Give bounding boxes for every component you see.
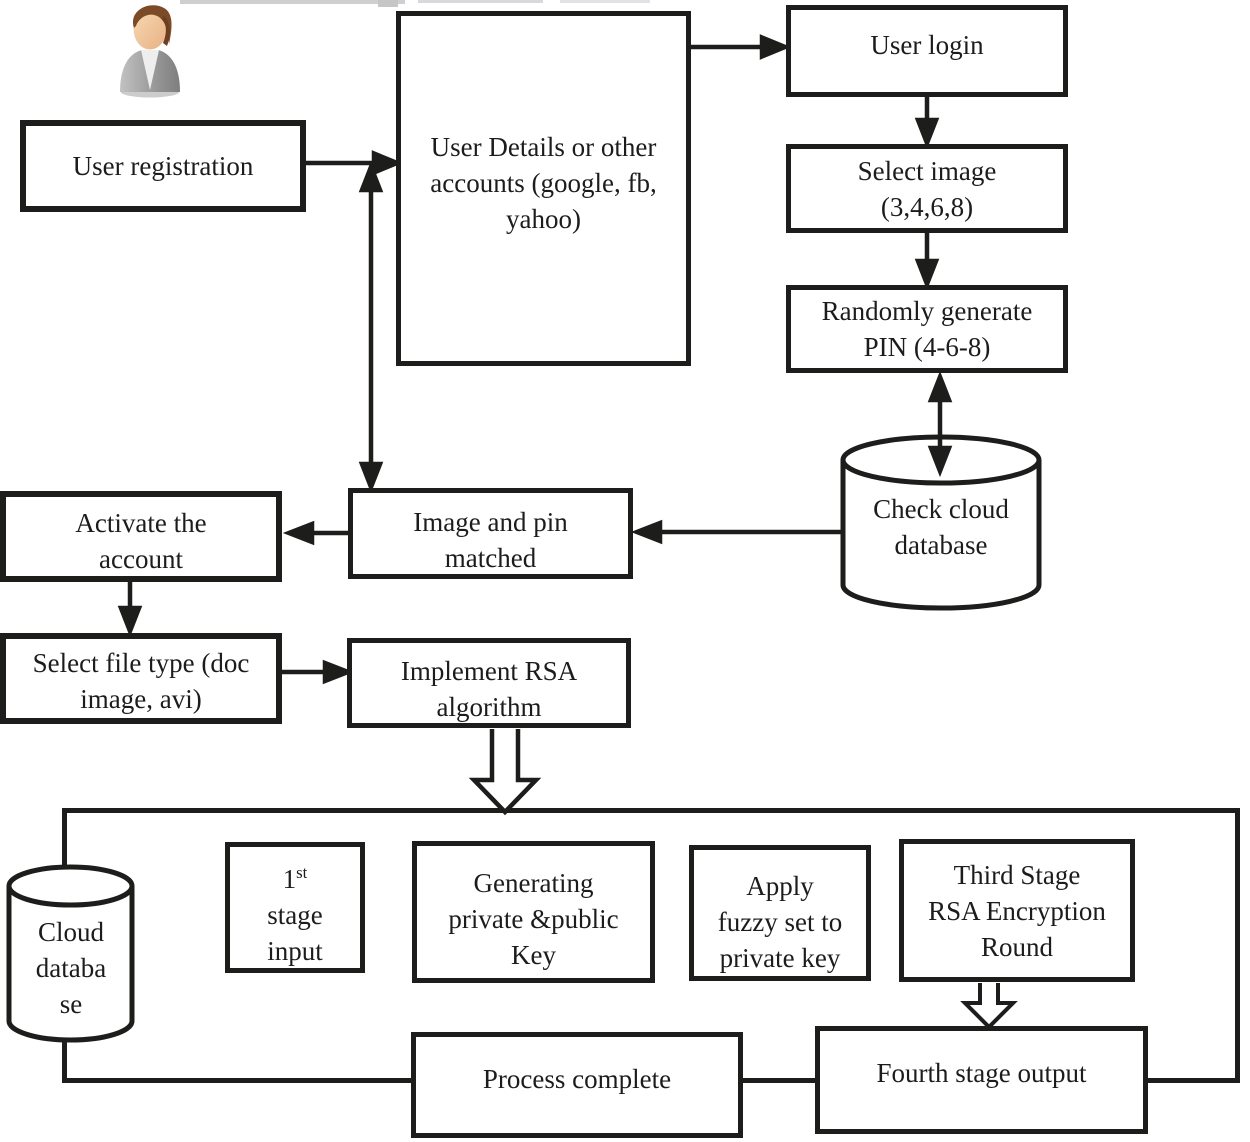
node-third-stage-label: Third Stage RSA Encryption Round <box>928 859 1106 962</box>
node-image-pin-matched-label: Image and pin matched <box>413 506 568 573</box>
cloud-database-cylinder <box>6 864 135 1043</box>
arrow-file-type-to-rsa <box>282 659 355 685</box>
node-cloud-database: Cloud databa se <box>12 902 130 1024</box>
hollow-arrow-rsa-to-container <box>468 729 542 816</box>
top-edge-artifact <box>180 0 650 7</box>
node-generating-key: Generating private &public Key <box>412 841 655 983</box>
node-cloud-database-label: Cloud databa se <box>35 917 107 1019</box>
arrow-details-to-login <box>691 34 791 60</box>
arrow-image-pin-to-activate <box>282 520 348 546</box>
node-user-login: User login <box>786 5 1068 97</box>
node-process-complete: Process complete <box>411 1032 743 1138</box>
first-stage-ordinal-suffix: st <box>296 862 308 882</box>
node-select-file-type: Select file type (doc image, avi) <box>0 633 282 724</box>
node-select-file-type-label: Select file type (doc image, avi) <box>32 647 250 714</box>
arrow-select-image-to-pin <box>914 233 940 291</box>
first-stage-rest: stage input <box>267 899 323 966</box>
node-apply-fuzzy: Apply fuzzy set to private key <box>689 845 871 981</box>
node-implement-rsa: Implement RSA algorithm <box>347 638 631 728</box>
node-user-details: User Details or other accounts (google, … <box>396 11 691 366</box>
node-select-image-label: Select image (3,4,6,8) <box>857 155 997 222</box>
node-user-login-label: User login <box>870 30 984 60</box>
node-apply-fuzzy-label: Apply fuzzy set to private key <box>717 871 843 973</box>
arrow-login-to-select-image <box>914 97 940 150</box>
node-random-pin-label: Randomly generate PIN (4-6-8) <box>821 296 1033 362</box>
arrow-activate-to-file-type <box>117 582 143 638</box>
node-select-image: Select image (3,4,6,8) <box>786 144 1068 233</box>
node-user-registration-label: User registration <box>72 151 254 181</box>
node-process-complete-label: Process complete <box>482 1064 672 1094</box>
node-activate-account: Activate the account <box>0 491 282 582</box>
node-check-cloud-db-label: Check cloud database <box>873 494 1009 560</box>
hollow-arrow-third-to-fourth <box>960 983 1018 1030</box>
double-arrow-matched-to-details-link <box>358 160 384 494</box>
node-user-details-label: User Details or other accounts (google, … <box>430 131 657 234</box>
node-fourth-stage-output-label: Fourth stage output <box>876 1058 1087 1088</box>
person-icon <box>120 5 180 98</box>
first-stage-number: 1 <box>282 863 297 894</box>
node-generating-key-label: Generating private &public Key <box>448 868 619 970</box>
node-implement-rsa-label: Implement RSA algorithm <box>400 656 578 722</box>
node-random-pin: Randomly generate PIN (4-6-8) <box>786 285 1068 373</box>
node-image-pin-matched: Image and pin matched <box>348 488 633 579</box>
node-first-stage-input: 1st stage input <box>225 842 365 973</box>
node-third-stage: Third Stage RSA Encryption Round <box>899 839 1135 982</box>
node-fourth-stage-output: Fourth stage output <box>815 1026 1148 1134</box>
node-user-registration: User registration <box>20 120 306 212</box>
node-activate-account-label: Activate the account <box>75 507 207 574</box>
arrow-registration-to-details <box>306 150 403 176</box>
double-arrow-pin-to-cloud-db <box>927 370 953 478</box>
node-check-cloud-db: Check cloud database <box>846 484 1036 570</box>
arrow-cloud-db-to-image-pin <box>630 519 843 545</box>
node-first-stage-input-label: 1st stage input <box>267 861 323 969</box>
